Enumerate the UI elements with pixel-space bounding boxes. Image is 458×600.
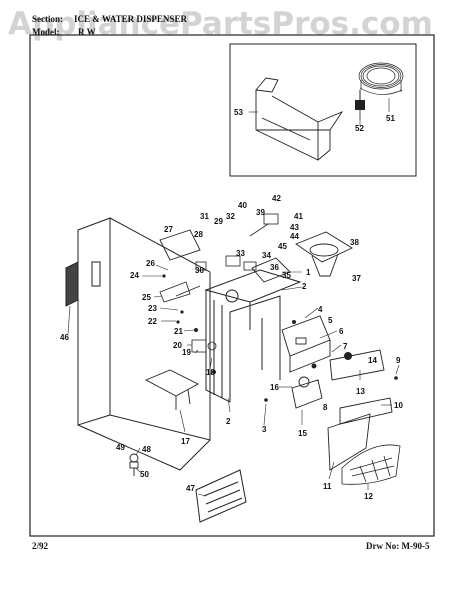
part-label-39: 39: [256, 208, 265, 217]
part-label-9: 9: [396, 356, 401, 365]
watermark: AppliancePartsPros.com: [8, 6, 433, 42]
part-11-bracket: [327, 413, 371, 471]
part-label-51: 51: [386, 114, 395, 123]
part-label-52: 52: [355, 124, 364, 133]
part-14-trim: [329, 349, 385, 381]
part-label-28: 28: [194, 230, 203, 239]
part-label-31: 31: [200, 212, 209, 221]
part-25-lever: [159, 281, 201, 303]
part-17-actuator: [144, 369, 199, 410]
part-label-10: 10: [394, 401, 403, 410]
part-label-34: 34: [262, 251, 271, 260]
part-47-mat: [195, 469, 247, 523]
section-title: ICE & WATER DISPENSER: [74, 14, 187, 24]
part-label-22: 22: [148, 317, 157, 326]
part-51-coil: [358, 62, 404, 95]
part-label-8: 8: [323, 403, 328, 412]
part-label-30: 30: [195, 266, 204, 275]
part-label-27: 27: [164, 225, 173, 234]
part-41-valve: [249, 213, 279, 237]
drawing-frame: [29, 34, 435, 537]
part-label-40: 40: [238, 201, 247, 210]
part-label-45: 45: [278, 242, 287, 251]
part-label-46: 46: [60, 333, 69, 342]
part-53-bracket: [255, 77, 344, 161]
part-15-spout: [291, 376, 323, 409]
part-label-47: 47: [186, 484, 195, 493]
part-label-44: 44: [290, 232, 299, 241]
part-5-panel: [281, 315, 331, 373]
part-20-solenoid: [191, 339, 217, 353]
part-label-38: 38: [350, 238, 359, 247]
part-10-plate: [339, 397, 393, 425]
part-label-53: 53: [234, 108, 243, 117]
part-label-35: 35: [282, 271, 291, 280]
part-label-6: 6: [339, 327, 344, 336]
part-label-36: 36: [270, 263, 279, 272]
part-label-2b: 2: [226, 417, 231, 426]
drawing-number: Drw No: M-90-5: [366, 541, 430, 551]
part-label-18: 18: [206, 368, 215, 377]
part-label-1: 1: [306, 268, 311, 277]
part-label-49: 49: [116, 443, 125, 452]
part-label-3: 3: [262, 425, 267, 434]
part-label-41: 41: [294, 212, 303, 221]
part-label-33: 33: [236, 249, 245, 258]
part-label-32: 32: [226, 212, 235, 221]
part-label-19: 19: [182, 348, 191, 357]
part-label-29: 29: [214, 217, 223, 226]
part-label-17: 17: [181, 437, 190, 446]
part-1-housing: [204, 269, 302, 403]
part-label-13: 13: [356, 387, 365, 396]
part-label-12: 12: [364, 492, 373, 501]
part-label-50: 50: [140, 470, 149, 479]
part-label-14: 14: [368, 356, 377, 365]
part-label-16: 16: [270, 383, 279, 392]
fastener-screws: [162, 274, 398, 402]
part-label-48: 48: [142, 445, 151, 454]
part-label-15: 15: [298, 429, 307, 438]
part-label-25: 25: [142, 293, 151, 302]
part-label-26: 26: [146, 259, 155, 268]
part-label-20: 20: [173, 341, 182, 350]
part-33-switch: [195, 255, 257, 271]
part-label-24: 24: [130, 271, 139, 280]
model-number: R W: [78, 27, 96, 37]
model-label: Model:: [32, 27, 60, 37]
part-12-drip-tray: [341, 444, 401, 485]
part-number-labels: 1 2 2 3 4 5 6 7 8 9 10 11 12 13 14 15 16…: [60, 108, 403, 501]
part-label-21: 21: [174, 327, 183, 336]
part-label-23: 23: [148, 304, 157, 313]
part-label-5: 5: [328, 316, 333, 325]
part-label-2: 2: [302, 282, 307, 291]
section-label: Section:: [32, 14, 63, 24]
part-49-fitting: [129, 453, 139, 476]
part-label-4: 4: [318, 305, 323, 314]
part-label-37: 37: [352, 274, 361, 283]
part-label-11: 11: [323, 482, 332, 491]
part-38-funnel: [295, 231, 353, 277]
part-label-7: 7: [343, 342, 348, 351]
part-label-42: 42: [272, 194, 281, 203]
revision-date: 2/92: [32, 541, 49, 551]
inset-box: [229, 43, 417, 177]
part-46-door-panel: [65, 217, 211, 471]
part-label-43: 43: [290, 223, 299, 232]
part-27-cover: [159, 229, 201, 261]
part-52-plug: [355, 90, 365, 120]
leader-lines: [67, 98, 400, 497]
